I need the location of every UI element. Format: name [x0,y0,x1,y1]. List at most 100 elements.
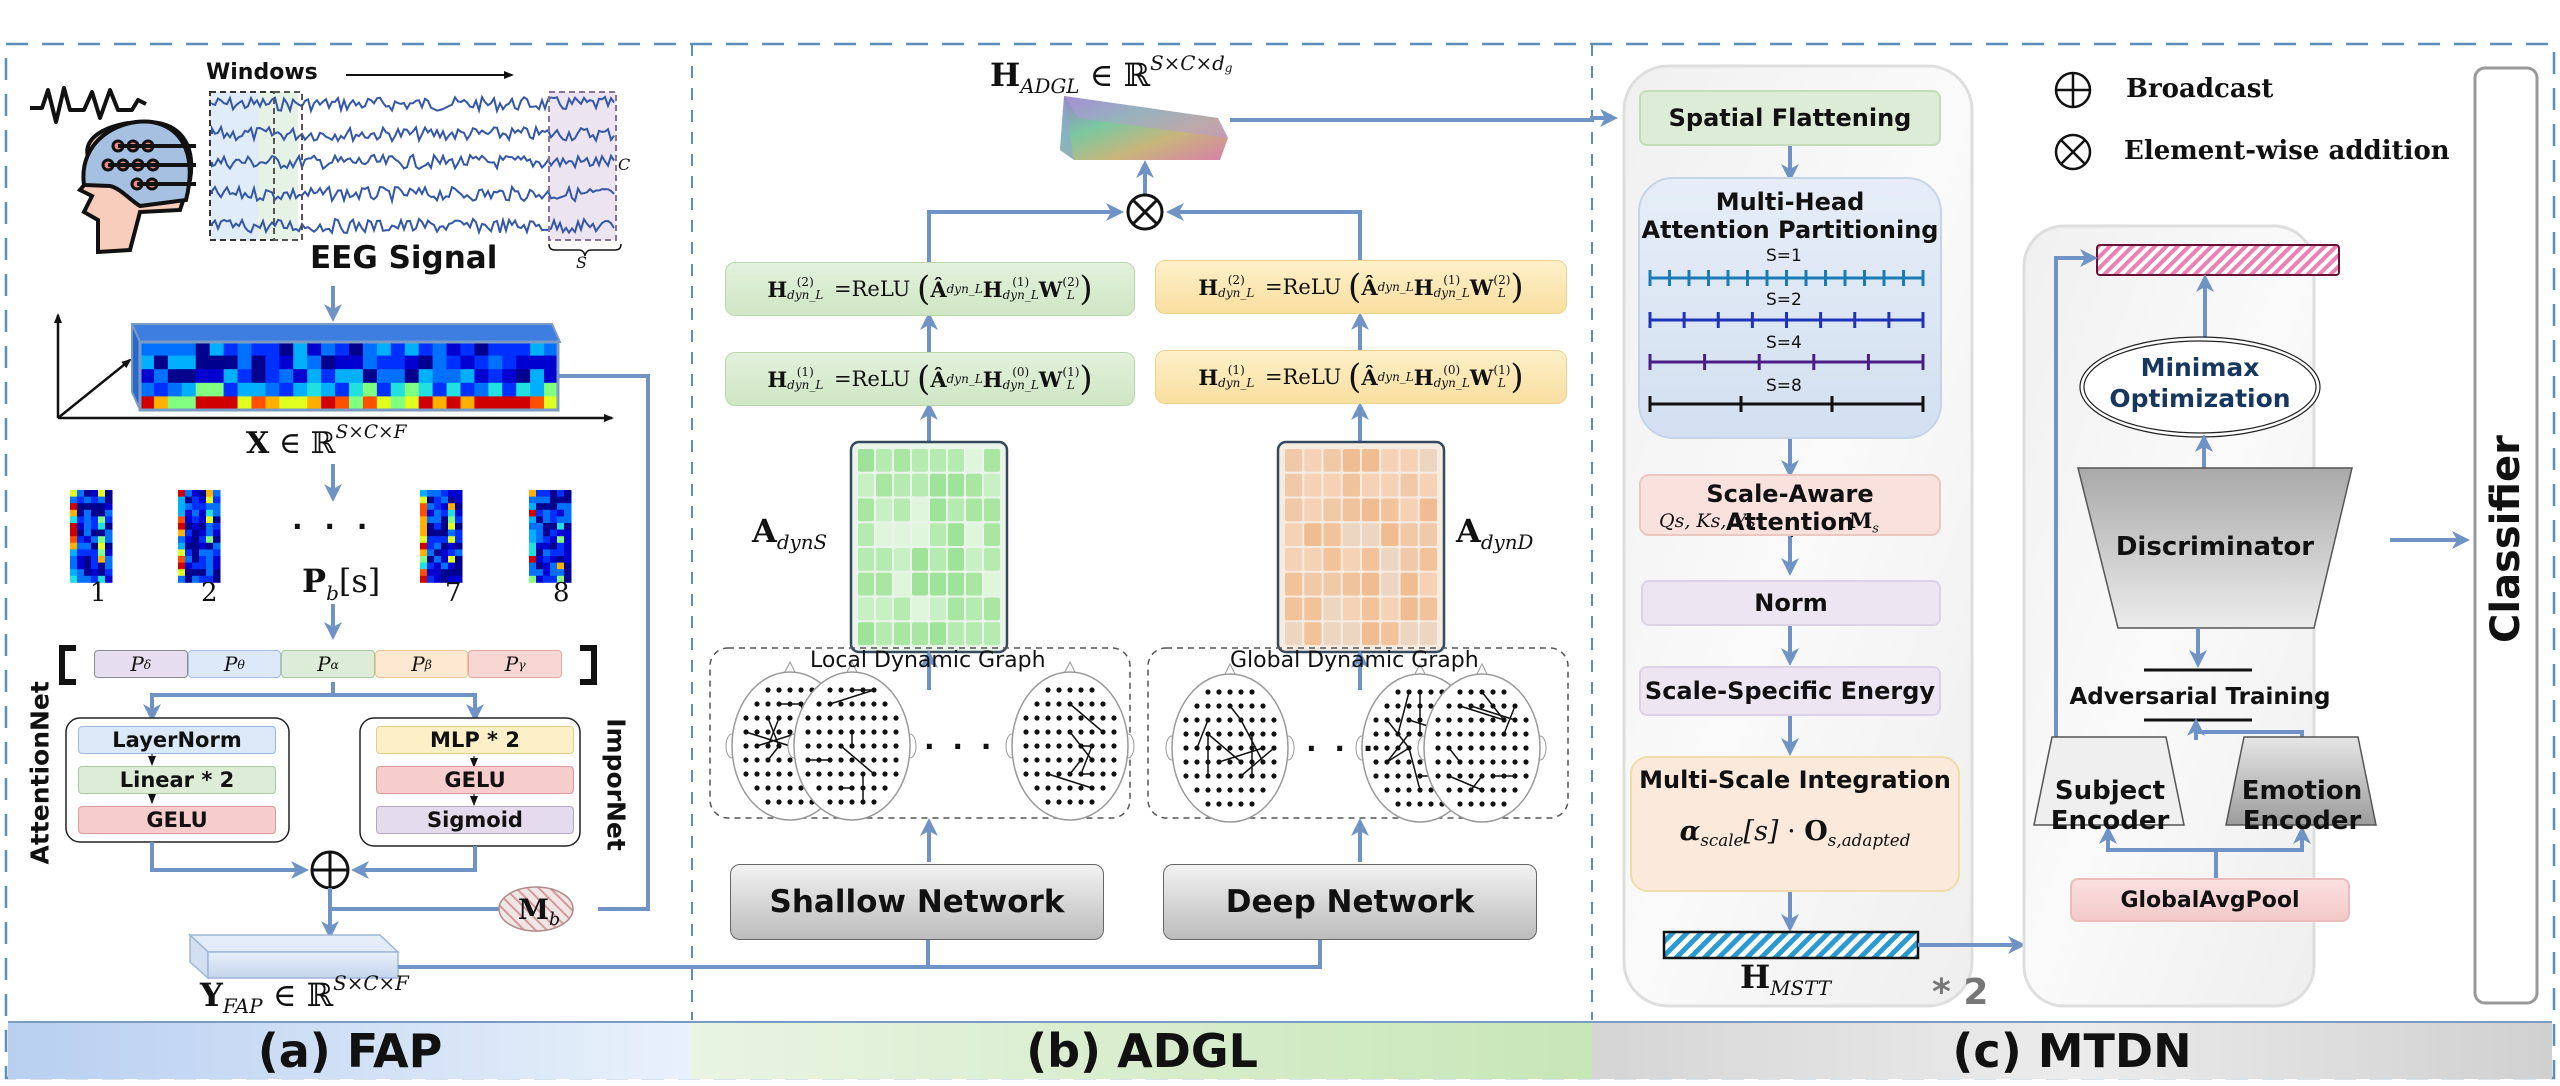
heatmap-cell [265,382,280,397]
adjacency-cell [1342,597,1360,621]
patch-cell [420,496,428,504]
heatmap-cell [432,355,448,370]
heatmap-cell [237,355,252,370]
patch-cell [550,542,558,550]
global-graph-ellipsis: · · · [1306,732,1378,765]
patch-cell [543,496,551,504]
patch-cell [543,542,551,550]
patch-cell [105,575,113,583]
head-eeg-icon [30,86,196,255]
patch-cell [420,503,428,511]
global-graph-container [1147,647,1569,819]
adjacency-cell [1400,622,1418,645]
patch-cell [441,523,449,530]
patch-cell [192,575,200,583]
patch-cell [199,490,207,497]
patch-cell [543,523,551,530]
adjacency-cell [858,523,874,546]
subject-encoder-shape [2033,736,2185,826]
patch-index-2: 2 [201,578,218,608]
patch-cell [557,542,565,550]
elementwise-op-icon [1126,193,1164,231]
adjacency-cell [912,548,928,571]
adjacency-cell [1362,622,1380,645]
adjacency-cell [876,597,892,621]
y-fap-label: YFAP ∈ ℝS×C×F [200,972,409,1018]
adjacency-cell [1419,498,1437,522]
patch-cell [434,569,442,577]
global-graph-label: Global Dynamic Graph [1230,648,1479,673]
heatmap-cell [223,396,239,411]
adjacency-cell [948,449,964,472]
legend-elementwise-icon [2054,133,2092,171]
patch-cell [77,562,85,570]
attention-layer-linear: Linear * 2 [78,766,276,794]
patch-cell [84,549,92,557]
patch-cell [105,509,113,517]
patch-cell [192,523,200,530]
patch-cell [536,556,544,563]
patch-cell [455,536,463,544]
patch-cell [178,529,186,537]
patch-cell [420,523,428,530]
heatmap-cell [446,369,461,384]
heatmap-cell [404,369,420,384]
patch-cell [564,490,572,497]
heatmap-cell [432,342,448,357]
patch-cell [206,549,214,557]
adjacency-cell [1419,523,1437,546]
patch-cell [98,516,106,524]
patch-cell [84,569,92,577]
adjacency-cell [858,597,874,621]
patch-cell [455,490,463,497]
patch-cell [206,562,214,570]
patch-cell [448,529,456,537]
patch-cell [564,562,572,570]
patch-cell [213,549,221,557]
heatmap-cell [502,396,517,411]
h-adgl-prism [1060,96,1228,160]
heatmap-cell [432,382,448,397]
patch-cell [98,575,106,583]
adjacency-cell [948,622,964,645]
heatmap-cell [349,369,364,384]
adjacency-cell [966,473,982,497]
patch-cell [105,523,113,530]
heatmap-cell [446,382,461,397]
adjacency-cell [894,622,910,645]
patch-cell [550,549,558,557]
patch-cell [213,556,221,563]
patch-cell [91,490,99,497]
heatmap-cell [237,396,252,411]
local-graph-ellipsis: · · · [924,730,996,763]
heatmap-cell [167,396,183,411]
heatmap-cell [265,355,280,370]
adjacency-cell [1419,449,1437,472]
local-graph-label: Local Dynamic Graph [810,648,1046,673]
heatmap-cell [530,342,545,357]
adjacency-cell [966,622,982,645]
heatmap-cell [140,382,155,397]
adjacency-cell [1381,449,1399,472]
patch-cell [427,509,435,517]
patch-cell [178,509,186,517]
patch-cell [529,529,537,537]
repeat-label: * 2 [1932,972,1989,1013]
patch-cell [557,509,565,517]
heatmap-cell [307,382,322,397]
adjacency-cell [1362,597,1380,621]
adjacency-cell [966,498,982,522]
adjacency-cell [1400,572,1418,596]
adjacency-cell [966,597,982,621]
right-bracket [580,645,597,685]
heatmap-cell [223,382,239,397]
eeg-signal-plot [209,71,622,257]
adjacency-cell [1285,449,1303,472]
heatmap-cell [279,355,294,370]
patch-cell [448,496,456,504]
adjacency-cell [1381,572,1399,596]
multi-scale-integration-block: Multi-Scale Integration αscale[s] · Os,a… [1630,756,1960,892]
